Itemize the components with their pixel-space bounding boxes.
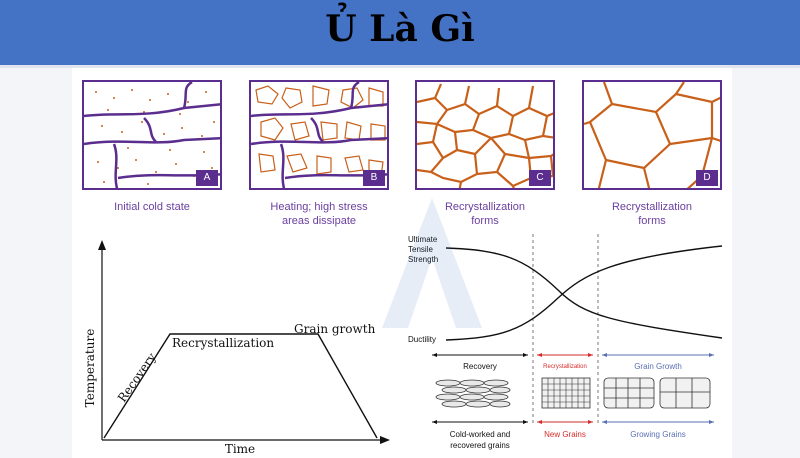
property-change-diagram: Ultimate Tensile Strength Ductility Reco… — [408, 234, 723, 450]
arrow-left-icon — [432, 353, 437, 357]
title-bar: Ủ Là Gì — [0, 0, 800, 68]
arrow-left-icon — [602, 353, 607, 357]
new-grains-sketch-pattern — [542, 378, 590, 408]
caption-line: Heating; high stress — [270, 201, 368, 213]
caption-line: Initial cold state — [114, 201, 190, 213]
stage-caption-b: Heating; high stress areas dissipate — [244, 200, 394, 228]
stage-caption-d: Recrystallization forms — [577, 200, 727, 228]
tensile-strength-curve — [445, 247, 723, 339]
watermark-logo — [382, 198, 482, 328]
arrow-right-icon — [588, 420, 593, 424]
uts-label-line-2: Tensile — [408, 245, 433, 254]
temperature-profile-line — [103, 333, 378, 439]
bottom-label-recovery-line-1: Cold-worked and — [450, 430, 510, 439]
temperature-time-diagram: Temperature Time Recovery Recrystallizat… — [83, 240, 390, 456]
grain-growth-stage-label: Grain growth — [294, 322, 376, 336]
y-axis-arrow-icon — [98, 240, 106, 250]
stage-panel-c: C — [415, 80, 555, 190]
uts-label-line-3: Strength — [408, 255, 438, 264]
arrow-right-icon — [709, 420, 714, 424]
arrow-left-icon — [537, 353, 542, 357]
ductility-label: Ductility — [408, 335, 436, 344]
stage-panel-a: A — [82, 80, 222, 190]
stage-badge-a: A — [196, 170, 218, 186]
arrow-left-icon — [432, 420, 437, 424]
uts-label-line-1: Ultimate — [408, 235, 438, 244]
arrow-left-icon — [537, 420, 542, 424]
bottom-label-new-grains: New Grains — [544, 430, 586, 439]
caption-line: Recrystallization — [611, 201, 693, 213]
recrystallized-grains-drawing — [417, 83, 553, 188]
content-image: A B — [72, 68, 732, 458]
arrow-right-icon — [588, 353, 593, 357]
stage-caption-c: Recrystallization forms — [410, 200, 560, 228]
arrow-right-icon — [523, 420, 528, 424]
heating-grains-drawing — [251, 82, 387, 188]
phase-label-recovery: Recovery — [463, 362, 497, 371]
caption-line: areas dissipate — [282, 215, 356, 227]
y-axis-label: Temperature — [83, 329, 97, 408]
stage-badge-c: C — [529, 170, 551, 186]
caption-line: forms — [638, 215, 666, 227]
page-title: Ủ Là Gì — [325, 8, 475, 50]
caption-line: Recrystallization — [444, 201, 526, 213]
recovery-grain-sketch — [435, 379, 511, 408]
stage-panel-b: B — [249, 80, 389, 190]
growing-grains-sketch — [603, 377, 711, 409]
cold-grains-drawing — [84, 82, 220, 188]
stage-badge-b: B — [363, 170, 385, 186]
x-axis-label: Time — [225, 442, 255, 456]
phase-label-recrystallization: Recrystallization — [543, 364, 587, 370]
caption-line: forms — [471, 215, 499, 227]
stage-caption-a: Initial cold state — [77, 200, 227, 214]
stage-panel-d: D — [582, 80, 722, 190]
ductility-curve — [445, 245, 723, 341]
recrystallization-stage-label: Recrystallization — [172, 336, 274, 350]
bottom-label-growing-grains: Growing Grains — [630, 430, 686, 439]
arrow-right-icon — [523, 353, 528, 357]
phase-label-grain-growth: Grain Growth — [634, 362, 682, 371]
x-axis-arrow-icon — [380, 436, 390, 444]
grown-grains-drawing — [584, 82, 720, 188]
arrow-right-icon — [709, 353, 714, 357]
arrow-left-icon — [602, 420, 607, 424]
stage-badge-d: D — [696, 170, 718, 186]
bottom-label-recovery-line-2: recovered grains — [450, 441, 510, 450]
